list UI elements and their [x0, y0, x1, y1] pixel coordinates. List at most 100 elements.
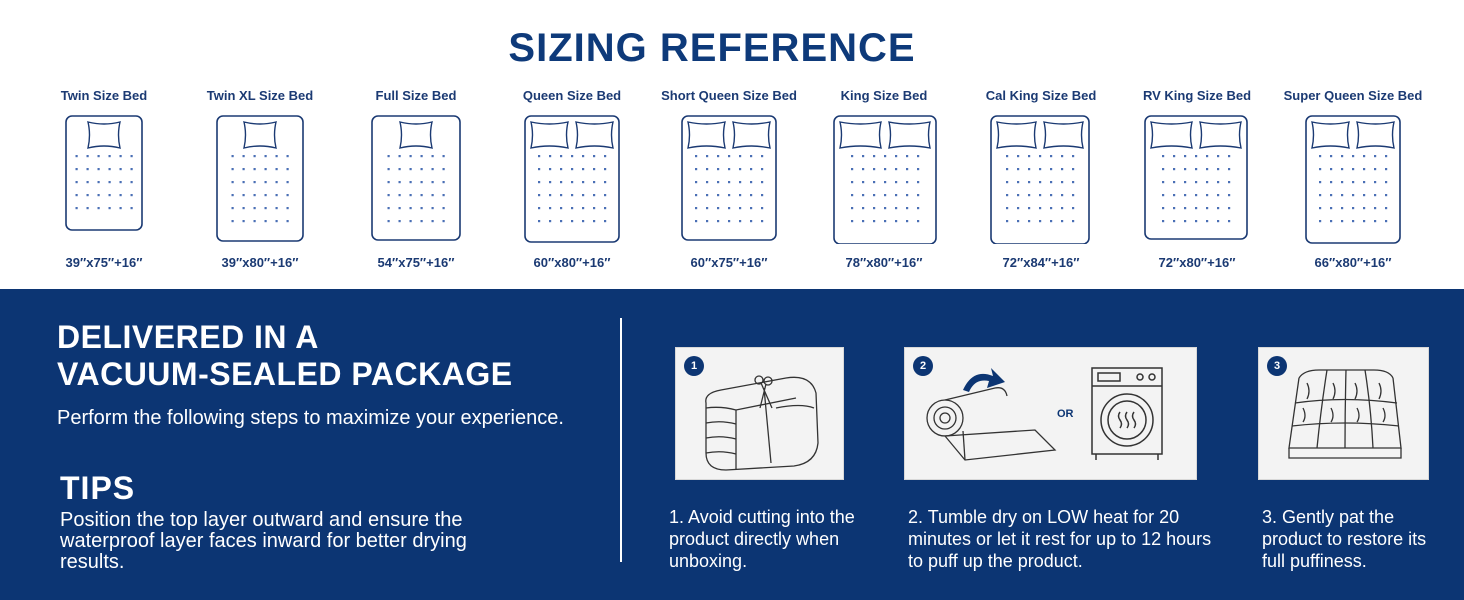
quilting-dot	[264, 207, 267, 210]
quilting-dot	[917, 155, 920, 158]
quilting-dot	[1385, 168, 1388, 171]
quilting-dot	[286, 194, 289, 197]
quilting-dot	[286, 168, 289, 171]
quilting-dot	[761, 194, 764, 197]
quilting-dot	[1050, 155, 1053, 158]
quilting-dot	[409, 220, 412, 223]
bed-name: Super Queen Size Bed	[1283, 88, 1423, 103]
quilting-dot	[387, 168, 390, 171]
quilting-dot	[1341, 181, 1344, 184]
quilting-dot	[1162, 220, 1165, 223]
quilting-dot	[242, 155, 245, 158]
quilting-dot	[1195, 168, 1198, 171]
quilting-dot	[1173, 220, 1176, 223]
quilting-dot	[593, 207, 596, 210]
quilting-dot	[1173, 155, 1176, 158]
quilting-dot	[398, 194, 401, 197]
quilting-dot	[761, 220, 764, 223]
quilting-dot	[108, 155, 111, 158]
quilting-dot	[717, 181, 720, 184]
quilting-dot	[1006, 220, 1009, 223]
quilting-dot	[1006, 207, 1009, 210]
quilting-dot	[571, 155, 574, 158]
quilting-dot	[695, 207, 698, 210]
quilting-dot	[593, 168, 596, 171]
quilting-dot	[549, 181, 552, 184]
pillow-icon	[732, 121, 771, 149]
quilting-dot	[862, 207, 865, 210]
quilting-dot	[739, 220, 742, 223]
quilting-dot	[1319, 168, 1322, 171]
quilting-dot	[1039, 155, 1042, 158]
quilting-dot	[604, 207, 607, 210]
quilting-dot	[695, 155, 698, 158]
quilting-dot	[1228, 181, 1231, 184]
quilting-dot	[286, 220, 289, 223]
quilting-dot	[1217, 207, 1220, 210]
quilting-dot	[1184, 155, 1187, 158]
quilting-dot	[275, 220, 278, 223]
quilting-dot	[253, 207, 256, 210]
quilting-dot	[917, 207, 920, 210]
quilting-dot	[1374, 155, 1377, 158]
step-1-text: 1. Avoid cutting into the product direct…	[669, 507, 855, 571]
quilting-dot	[86, 181, 89, 184]
quilting-dot	[231, 194, 234, 197]
quilting-dot	[1061, 168, 1064, 171]
quilting-dot	[1195, 155, 1198, 158]
quilting-dot	[1319, 194, 1322, 197]
quilting-dot	[1352, 207, 1355, 210]
bed-dimensions: 39″x80″+16″	[221, 255, 299, 270]
quilting-dot	[75, 168, 78, 171]
quilting-dot	[1173, 194, 1176, 197]
sizing-reference-section: SIZING REFERENCE Twin Size Bed 39″x75″+1…	[0, 0, 1464, 289]
quilting-dot	[728, 194, 731, 197]
quilting-dot	[1330, 220, 1333, 223]
quilting-dot	[917, 220, 920, 223]
quilting-dot	[906, 194, 909, 197]
quilting-dot	[717, 155, 720, 158]
quilting-dot	[582, 220, 585, 223]
quilting-dot	[1162, 207, 1165, 210]
quilting-dot	[420, 168, 423, 171]
quilting-dot	[75, 181, 78, 184]
quilting-dot	[1228, 207, 1231, 210]
quilting-dot	[571, 194, 574, 197]
quilting-dot	[582, 194, 585, 197]
quilting-dot	[253, 155, 256, 158]
quilting-dot	[242, 168, 245, 171]
quilting-dot	[86, 207, 89, 210]
quilting-dot	[1184, 168, 1187, 171]
quilting-dot	[1363, 207, 1366, 210]
quilting-dot	[728, 207, 731, 210]
quilting-dot	[1363, 181, 1366, 184]
bed-dimensions: 66″x80″+16″	[1314, 255, 1392, 270]
quilting-dot	[717, 168, 720, 171]
quilting-dot	[873, 207, 876, 210]
quilting-dot	[242, 207, 245, 210]
quilting-dot	[862, 168, 865, 171]
step-number-badge: 3	[1267, 356, 1287, 376]
quilting-dot	[242, 220, 245, 223]
quilting-dot	[398, 220, 401, 223]
pillow-icon	[687, 121, 726, 149]
quilting-dot	[1173, 207, 1176, 210]
quilting-dot	[420, 181, 423, 184]
quilting-dot	[1050, 168, 1053, 171]
quilting-dot	[1385, 181, 1388, 184]
quilting-dot	[1184, 194, 1187, 197]
bed-dimensions: 60″x75″+16″	[690, 255, 768, 270]
step-number-badge: 2	[913, 356, 933, 376]
quilting-dot	[409, 168, 412, 171]
bed-super-queen: Super Queen Size Bed 66″x80″+16″	[1278, 88, 1428, 278]
step-2-text: 2. Tumble dry on LOW heat for 20 minutes…	[908, 507, 1212, 571]
quilting-dot	[895, 168, 898, 171]
quilting-dot	[1330, 207, 1333, 210]
quilting-dot	[1385, 207, 1388, 210]
bed-dimensions: 78″x80″+16″	[845, 255, 923, 270]
quilting-dot	[560, 155, 563, 158]
quilting-dot	[1184, 181, 1187, 184]
quilting-dot	[75, 207, 78, 210]
quilting-dot	[1072, 168, 1075, 171]
quilting-dot	[97, 168, 100, 171]
